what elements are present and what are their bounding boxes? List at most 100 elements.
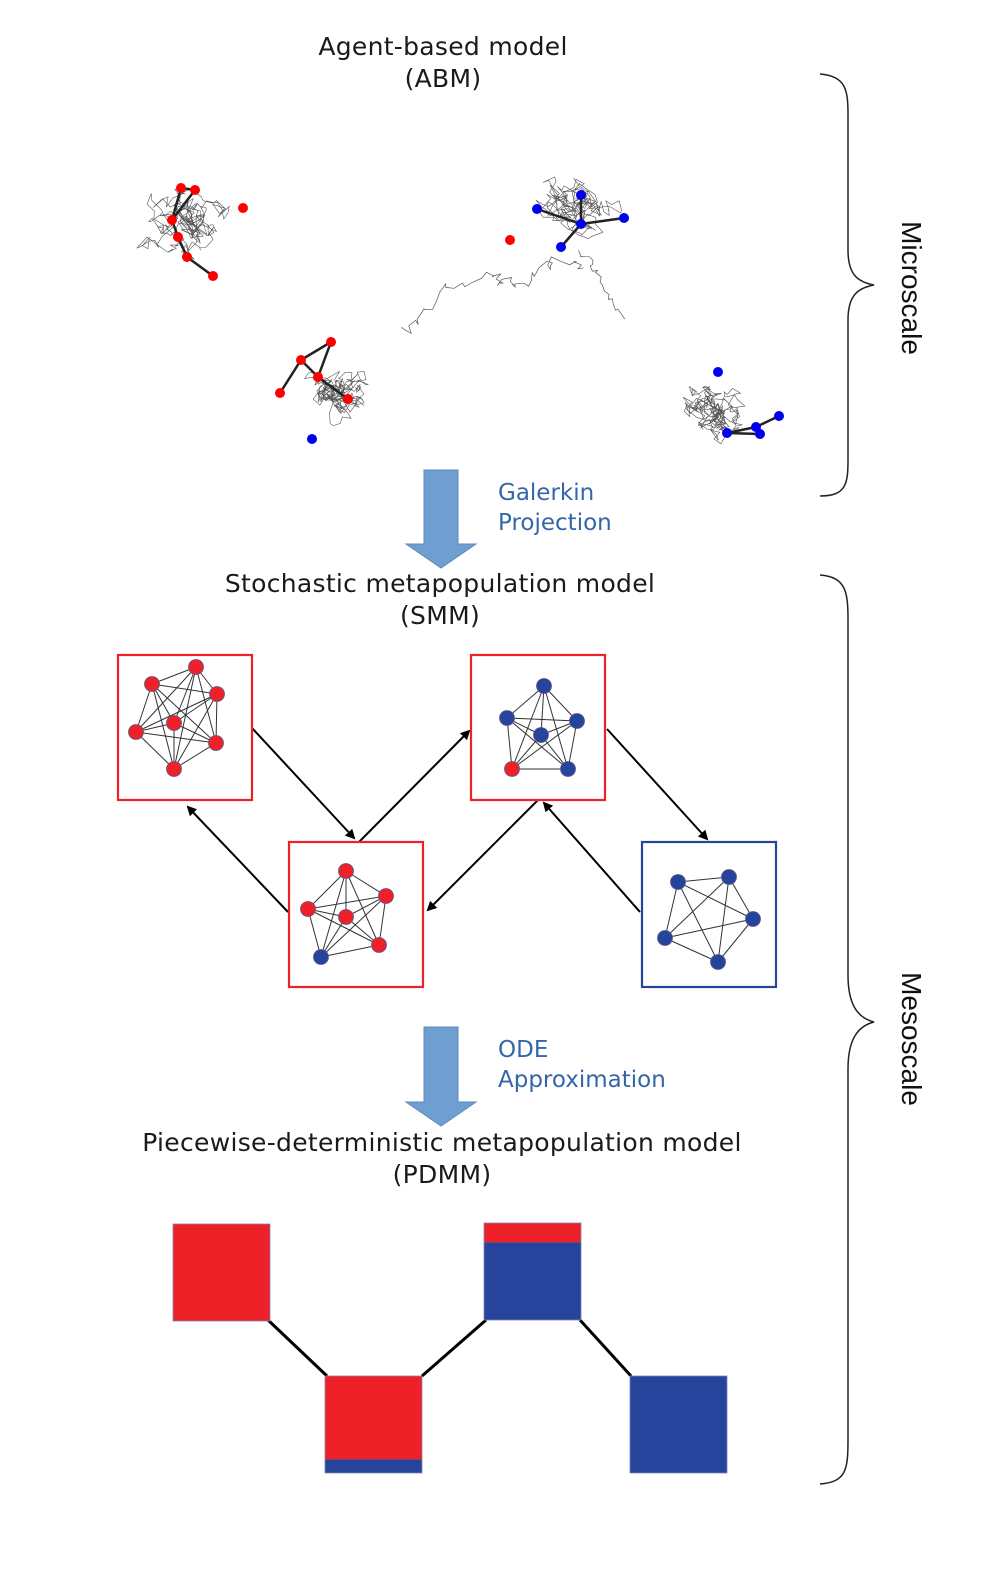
- contact-link: [580, 216, 625, 226]
- network-edge: [307, 870, 347, 910]
- ode-line2: Approximation: [498, 1067, 666, 1093]
- pdmm-patch-border: [172, 1223, 271, 1322]
- red-agent: [182, 252, 192, 262]
- smm-patch-4: [640, 840, 778, 989]
- arrow-p2-to-p1: [186, 805, 289, 913]
- network-edge: [173, 666, 197, 770]
- microscale-brace: [819, 73, 875, 497]
- blue-agent: [755, 429, 765, 439]
- blue-individual-node: [313, 949, 329, 965]
- pdmm-patch-border: [629, 1375, 728, 1474]
- pdmm-title: Piecewise-deterministic metapopulation m…: [92, 1127, 792, 1191]
- network-edge: [664, 881, 679, 939]
- network-edge: [307, 908, 380, 946]
- blue-individual-node: [569, 713, 585, 729]
- contact-link: [316, 341, 333, 378]
- red-agent: [190, 185, 200, 195]
- red-agent: [343, 394, 353, 404]
- red-individual-node: [188, 659, 204, 675]
- red-fraction-fill: [325, 1376, 422, 1460]
- pdmm-name: Piecewise-deterministic metapopulation m…: [142, 1128, 742, 1157]
- network-edge: [677, 881, 719, 963]
- red-individual-node: [166, 715, 182, 731]
- blue-fraction-fill: [484, 1242, 581, 1320]
- blue-fraction-fill: [325, 1459, 422, 1473]
- contact-link: [171, 189, 196, 221]
- pdmm-panel: [172, 1222, 728, 1474]
- blue-agent: [556, 242, 566, 252]
- network-edge: [511, 685, 545, 770]
- contact-link: [278, 359, 303, 394]
- network-edge: [664, 918, 754, 939]
- abm-panel: [136, 176, 784, 445]
- arrow-p4-to-p3: [542, 801, 641, 913]
- network-edge: [135, 731, 175, 770]
- network-edge: [677, 881, 754, 920]
- network-edge: [717, 918, 754, 963]
- network-edge: [173, 693, 218, 770]
- smm-panel: [116, 653, 778, 989]
- smm-abbr: (SMM): [399, 601, 480, 630]
- abm-name: Agent-based model: [318, 32, 568, 61]
- agent-trail: [136, 188, 230, 260]
- ode-arrow: [404, 1026, 478, 1127]
- red-individual-node: [208, 735, 224, 751]
- mesoscale-brace: [819, 574, 875, 1485]
- network-edge: [135, 693, 218, 733]
- network-edge: [307, 908, 322, 958]
- network-edge: [135, 666, 197, 733]
- network-edge: [307, 895, 387, 910]
- contact-link: [560, 223, 582, 248]
- contact-link: [186, 255, 214, 278]
- network-edge: [506, 685, 545, 719]
- network-edge: [664, 937, 719, 963]
- smm-patch-3: [469, 653, 607, 802]
- network-edge: [151, 683, 175, 770]
- red-agent: [173, 232, 183, 242]
- contact-link: [536, 207, 582, 226]
- red-agent: [275, 388, 285, 398]
- network-edge: [320, 895, 387, 958]
- network-edge: [151, 683, 218, 695]
- network-edge: [173, 742, 217, 770]
- network-edge: [135, 683, 153, 733]
- galerkin-label: Galerkin Projection: [498, 478, 612, 538]
- network-edge: [135, 731, 217, 744]
- network-edge: [506, 717, 513, 770]
- red-agent: [313, 372, 323, 382]
- red-agent: [505, 235, 515, 245]
- red-agent: [296, 355, 306, 365]
- network-edge: [717, 876, 730, 963]
- smm-patch-2: [287, 840, 425, 989]
- red-individual-node: [300, 901, 316, 917]
- red-individual-node: [128, 724, 144, 740]
- arrow-p2-to-p3: [358, 729, 471, 843]
- contact-link: [300, 340, 332, 362]
- network-edge: [506, 717, 578, 722]
- network-edge: [195, 666, 217, 744]
- agent-trail: [304, 365, 369, 426]
- blue-agent: [722, 428, 732, 438]
- galerkin-line2: Projection: [498, 510, 612, 536]
- arrow-p3-to-p2: [426, 799, 539, 912]
- blue-individual-node: [745, 911, 761, 927]
- red-agent: [208, 271, 218, 281]
- network-edge: [664, 876, 730, 939]
- blue-individual-node: [710, 954, 726, 970]
- contact-link: [170, 187, 183, 221]
- contact-link: [317, 375, 349, 401]
- blue-individual-node: [657, 930, 673, 946]
- network-edge: [511, 720, 578, 770]
- blue-fraction-fill: [630, 1376, 727, 1473]
- abm-abbr: (ABM): [404, 64, 482, 93]
- arrow-p1-to-p2: [251, 727, 356, 840]
- blue-individual-node: [560, 761, 576, 777]
- agent-trail: [578, 250, 625, 320]
- blue-agent: [532, 204, 542, 214]
- blue-individual-node: [721, 869, 737, 885]
- network-edge: [728, 876, 754, 920]
- blue-individual-node: [533, 727, 549, 743]
- blue-individual-node: [670, 874, 686, 890]
- smm-name: Stochastic metapopulation model: [224, 569, 656, 598]
